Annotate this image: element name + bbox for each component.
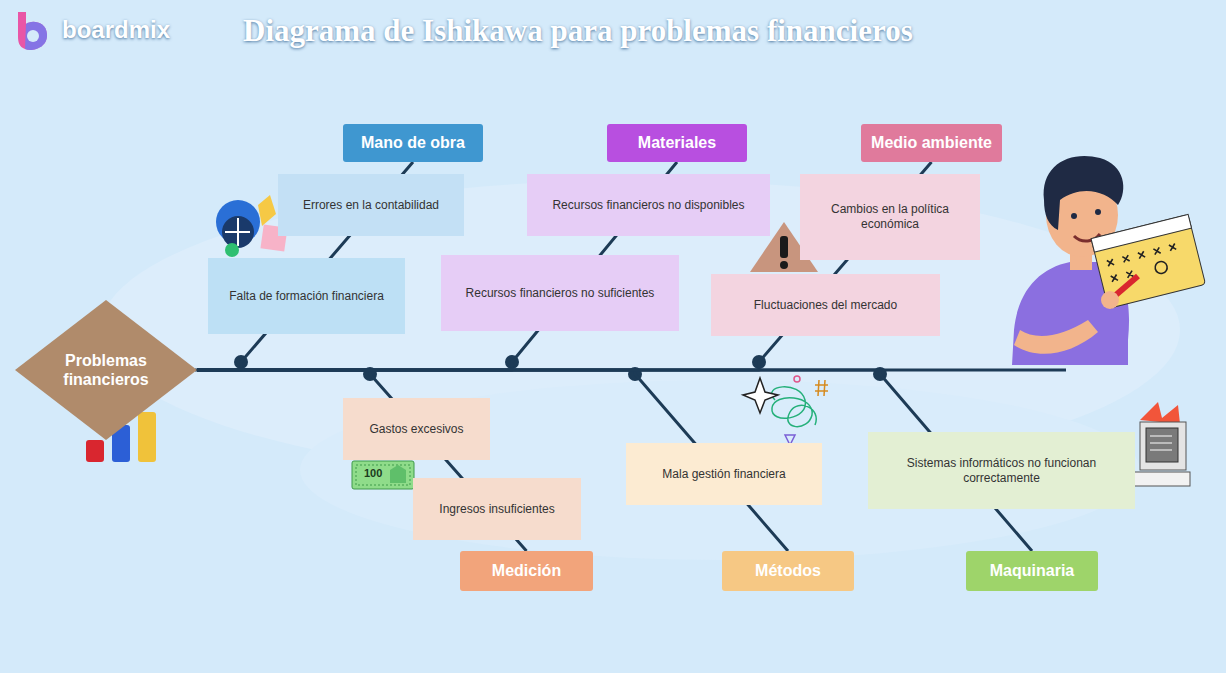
problem-text: Problemas financieros bbox=[50, 351, 162, 389]
alert-icon bbox=[780, 261, 788, 269]
alert-icon bbox=[780, 236, 788, 258]
brand-logo-icon bbox=[25, 22, 47, 50]
category-label: Materiales bbox=[638, 134, 716, 152]
person-illustration bbox=[1014, 320, 1098, 354]
person-illustration bbox=[1095, 209, 1101, 215]
person-illustration bbox=[1154, 260, 1169, 275]
bone-dots bbox=[234, 355, 887, 381]
brand-logo-text: boardmix bbox=[62, 16, 170, 44]
category-box: Medio ambiente bbox=[861, 124, 1002, 162]
background-swoosh bbox=[300, 380, 1140, 560]
cause-text: Ingresos insuficientes bbox=[439, 502, 554, 517]
cause-box: Recursos financieros no disponibles bbox=[527, 174, 770, 236]
banknote-icon bbox=[390, 465, 406, 483]
cause-text: Errores en la contabilidad bbox=[303, 198, 439, 213]
person-illustration bbox=[1091, 214, 1205, 308]
cause-box: Falta de formación financiera bbox=[208, 258, 405, 334]
category-label: Métodos bbox=[755, 562, 821, 580]
diamond-shape bbox=[15, 300, 197, 440]
cause-text: Recursos financieros no disponibles bbox=[552, 198, 744, 213]
doodle-icon bbox=[222, 216, 254, 248]
person-illustration bbox=[1071, 213, 1077, 219]
cause-text: Sistemas informáticos no funcionan corre… bbox=[878, 456, 1125, 486]
brand-logo-icon bbox=[27, 30, 39, 42]
category-label: Maquinaria bbox=[990, 562, 1074, 580]
cause-text: Recursos financieros no suficientes bbox=[466, 286, 655, 301]
category-box: Métodos bbox=[722, 551, 854, 591]
category-box: Medición bbox=[460, 551, 593, 591]
brand-logo-icon bbox=[18, 12, 47, 50]
cause-box: Recursos financieros no suficientes bbox=[441, 255, 679, 331]
category-box: Materiales bbox=[607, 124, 747, 162]
cause-text: Cambios en la política económica bbox=[810, 202, 970, 232]
cause-box: Mala gestión financiera bbox=[626, 443, 822, 505]
doodle-icon bbox=[258, 195, 276, 226]
computer-icon bbox=[1140, 422, 1186, 470]
person-illustration bbox=[1107, 244, 1180, 282]
banknote-icon bbox=[352, 461, 414, 489]
cause-text: Gastos excesivos bbox=[369, 422, 463, 437]
cause-box: Sistemas informáticos no funcionan corre… bbox=[868, 432, 1135, 509]
banknote-value: 100 bbox=[364, 467, 382, 479]
doodle-icon bbox=[225, 218, 250, 246]
cause-box: Cambios en la política económica bbox=[800, 174, 980, 260]
person-illustration bbox=[1091, 214, 1191, 252]
diagram-title: Diagrama de Ishikawa para problemas fina… bbox=[243, 13, 913, 49]
category-label: Medición bbox=[492, 562, 561, 580]
problem-diamond: Problemas financieros bbox=[15, 300, 197, 440]
brand-logo-icon bbox=[18, 12, 47, 50]
cause-text: Falta de formación financiera bbox=[229, 289, 384, 304]
cause-text: Fluctuaciones del mercado bbox=[754, 298, 897, 313]
cause-box: Ingresos insuficientes bbox=[413, 478, 581, 540]
person-illustration bbox=[1044, 156, 1124, 230]
scribble-icon bbox=[743, 378, 778, 413]
background-swoosh bbox=[100, 180, 1180, 560]
scribble-icon bbox=[743, 376, 828, 445]
person-illustration bbox=[1101, 291, 1119, 309]
category-label: Mano de obra bbox=[361, 134, 465, 152]
cause-text: Mala gestión financiera bbox=[662, 467, 785, 482]
scribble-icon bbox=[772, 387, 817, 427]
cause-box: Gastos excesivos bbox=[343, 398, 490, 460]
computer-icon bbox=[1146, 428, 1178, 462]
category-box: Maquinaria bbox=[966, 551, 1098, 591]
cause-box: Errores en la contabilidad bbox=[278, 174, 464, 236]
scribble-icon bbox=[815, 380, 828, 396]
diamond-shape bbox=[15, 300, 197, 440]
person-illustration bbox=[1091, 214, 1205, 308]
banknote-icon bbox=[352, 461, 414, 489]
category-box: Mano de obra bbox=[343, 124, 483, 162]
computer-icon bbox=[1132, 472, 1190, 486]
person-illustration bbox=[1012, 156, 1206, 365]
category-label: Medio ambiente bbox=[871, 134, 992, 152]
cause-box: Fluctuaciones del mercado bbox=[711, 274, 940, 336]
doodle-icon bbox=[216, 195, 288, 257]
computer-icon bbox=[1140, 402, 1180, 424]
doodle-icon bbox=[225, 243, 239, 257]
scribble-icon bbox=[794, 376, 800, 382]
computer-icon bbox=[1150, 436, 1172, 450]
banknote-icon bbox=[356, 465, 410, 485]
bar-chart-icon bbox=[86, 440, 104, 462]
bar-chart-icon bbox=[138, 412, 156, 462]
computer-icon bbox=[1132, 402, 1190, 486]
